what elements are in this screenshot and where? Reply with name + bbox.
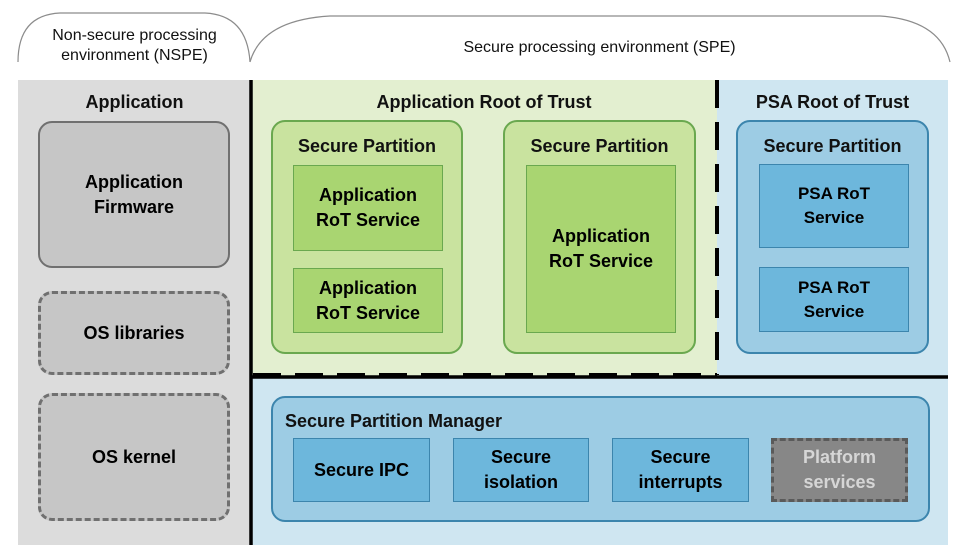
- service-line1: Application: [319, 277, 417, 298]
- app-firmware-line2: Firmware: [93, 196, 175, 217]
- app-firmware-line1: Application: [85, 171, 183, 192]
- service-line2: Service: [803, 208, 865, 227]
- app-rot-title: Application Root of Trust: [376, 92, 592, 112]
- service-line2: RoT Service: [548, 251, 654, 271]
- partition-title: Secure Partition: [297, 136, 437, 156]
- spe-caption: Secure processing environment (SPE): [463, 39, 736, 56]
- interrupts-line1: Secure: [650, 447, 711, 467]
- service-line1: PSA RoT: [797, 184, 871, 203]
- app-secure-partition-2: Secure Partition Application RoT Service: [503, 120, 696, 354]
- nspe-caption-line2: environment (NSPE): [61, 47, 208, 64]
- app-secure-partition-1: Secure Partition Application RoT Service…: [271, 120, 463, 354]
- psa-rot-service: PSA RoT Service: [759, 267, 909, 332]
- os-kernel-box: OS kernel: [38, 393, 230, 521]
- platform-services-box: Platform services: [771, 438, 908, 502]
- platform-line1: Platform: [802, 447, 876, 467]
- isolation-line1: Secure: [490, 447, 552, 467]
- secure-partition-manager: Secure Partition Manager Secure IPC Secu…: [271, 396, 930, 522]
- secure-ipc-box: Secure IPC: [293, 438, 430, 502]
- app-firmware-box: Application Firmware: [38, 121, 230, 268]
- secure-interrupts-box: Secure interrupts: [612, 438, 749, 502]
- psa-rot-title: PSA Root of Trust: [755, 92, 910, 112]
- partition-title: Secure Partition: [763, 136, 902, 156]
- service-line1: Application: [319, 185, 417, 205]
- isolation-line2: isolation: [483, 472, 558, 492]
- nspe-title: Application: [85, 92, 184, 112]
- app-rot-service: Application RoT Service: [293, 165, 443, 251]
- app-rot-service: Application RoT Service: [526, 165, 676, 333]
- partition-title: Secure Partition: [530, 136, 669, 156]
- service-line1: Application: [552, 226, 650, 246]
- app-rot-service: Application RoT Service: [293, 268, 443, 333]
- service-line2: RoT Service: [315, 210, 421, 230]
- service-line2: RoT Service: [315, 302, 421, 323]
- os-libraries-box: OS libraries: [38, 291, 230, 375]
- service-line2: Service: [803, 301, 865, 321]
- nspe-caption-line1: Non-secure processing: [52, 27, 217, 44]
- service-line1: PSA RoT: [797, 277, 871, 297]
- psa-secure-partition: Secure Partition PSA RoT Service PSA RoT…: [736, 120, 929, 354]
- interrupts-line2: interrupts: [638, 472, 723, 492]
- psa-rot-service: PSA RoT Service: [759, 164, 909, 248]
- platform-line2: services: [803, 472, 876, 492]
- secure-isolation-box: Secure isolation: [453, 438, 589, 502]
- nspe-caption: Non-secure processing environment (NSPE): [18, 26, 251, 66]
- spm-title: Secure Partition Manager: [285, 411, 503, 431]
